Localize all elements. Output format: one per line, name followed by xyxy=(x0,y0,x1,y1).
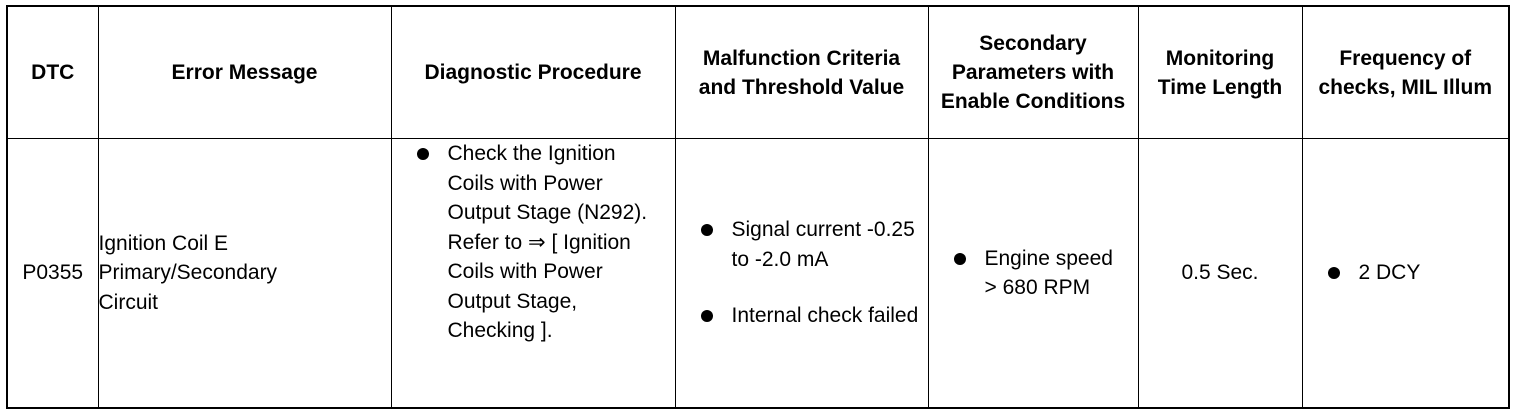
header-frequency: Frequency of checks, MIL Illum xyxy=(1301,5,1510,139)
criteria-text-2: Internal check failed xyxy=(731,304,919,328)
cell-frequency: 2 DCY xyxy=(1301,138,1510,409)
criteria-text-1: Signal current -0.25 to -2.0 mA xyxy=(731,218,915,271)
header-dtc: DTC xyxy=(6,5,99,139)
cell-secondary-parameters: Engine speed > 680 RPM xyxy=(927,138,1139,409)
cell-diagnostic-procedure: Check the Ignition Coils with Power Outp… xyxy=(390,138,676,409)
header-monitoring-time: Monitoring Time Length xyxy=(1137,5,1303,139)
cell-monitoring-time: 0.5 Sec. xyxy=(1137,138,1303,409)
bullet-icon xyxy=(953,252,966,265)
list-item: 2 DCY xyxy=(1303,258,1509,288)
list-item: Internal check failed xyxy=(676,301,920,331)
list-item: Signal current -0.25 to -2.0 mA xyxy=(676,215,920,274)
list-item: Check the Ignition Coils with Power Outp… xyxy=(392,139,661,346)
dtc-table: DTC Error Message Diagnostic Procedure M… xyxy=(6,5,1510,409)
bullet-icon xyxy=(1327,267,1340,280)
header-secondary-parameters: Secondary Parameters with Enable Conditi… xyxy=(927,5,1139,139)
table-row: P0355 Ignition Coil E Primary/Secondary … xyxy=(6,138,1510,409)
procedure-text: Check the Ignition Coils with Power Outp… xyxy=(447,142,648,342)
secondary-text: Engine speed > 680 RPM xyxy=(984,246,1113,300)
cell-dtc: P0355 xyxy=(6,138,99,409)
error-message-text: Ignition Coil E Primary/Secondary Circui… xyxy=(98,231,278,314)
list-item: Engine speed > 680 RPM xyxy=(929,244,1122,303)
cell-error-message: Ignition Coil E Primary/Secondary Circui… xyxy=(97,138,392,409)
bullet-icon xyxy=(700,224,713,237)
header-row: DTC Error Message Diagnostic Procedure M… xyxy=(6,5,1510,139)
bullet-icon xyxy=(700,310,713,323)
header-diagnostic-procedure: Diagnostic Procedure xyxy=(390,5,676,139)
header-malfunction-criteria: Malfunction Criteria and Threshold Value xyxy=(674,5,929,139)
frequency-text: 2 DCY xyxy=(1358,261,1421,285)
cell-malfunction-criteria: Signal current -0.25 to -2.0 mA Internal… xyxy=(674,138,929,409)
bullet-icon xyxy=(416,148,429,160)
header-error-message: Error Message xyxy=(97,5,392,139)
